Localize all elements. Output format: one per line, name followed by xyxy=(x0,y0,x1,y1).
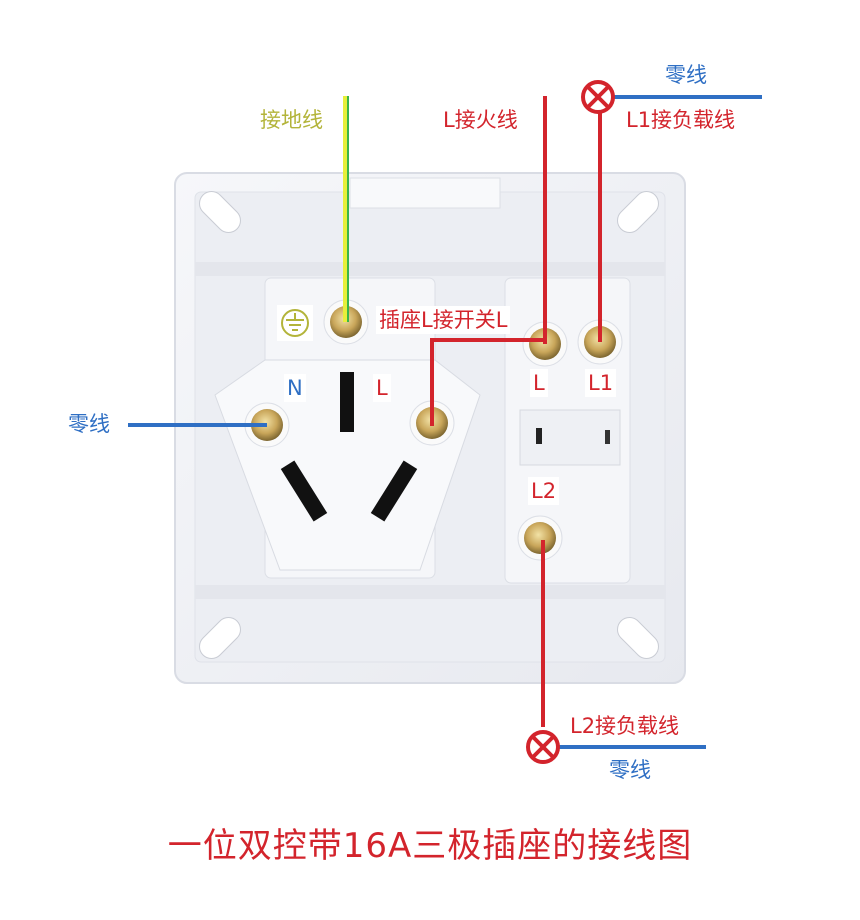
socket-to-switch-label: 插座L接开关L xyxy=(376,306,511,334)
ground-wire xyxy=(343,96,349,322)
neutral-bottom-label: 零线 xyxy=(609,758,651,782)
diagram-title: 一位双控带16A三极插座的接线图 xyxy=(167,826,693,866)
ground-symbol-icon xyxy=(277,305,313,341)
neutral-left-label: 零线 xyxy=(68,412,110,436)
terminal-socket-l-label: L xyxy=(373,374,391,402)
lamp-top-icon xyxy=(581,80,615,114)
switch-l2-screw xyxy=(524,522,556,554)
live-wire-label: L接火线 xyxy=(443,108,518,132)
terminal-switch-l2-label: L2 xyxy=(528,477,560,505)
l1-load-label: L1接负载线 xyxy=(626,108,736,132)
ground-wire-label: 接地线 xyxy=(260,108,323,132)
neutral-top-label: 零线 xyxy=(665,63,707,87)
terminal-switch-l1-label: L1 xyxy=(585,369,617,397)
terminal-switch-l-label: L xyxy=(530,369,548,397)
lamp-bottom-icon xyxy=(526,730,560,764)
l2-load-label: L2接负载线 xyxy=(570,714,680,738)
live-wires xyxy=(430,96,602,727)
terminal-screws xyxy=(244,299,623,561)
terminal-n-label: N xyxy=(284,374,306,402)
neutral-wires xyxy=(128,95,762,749)
